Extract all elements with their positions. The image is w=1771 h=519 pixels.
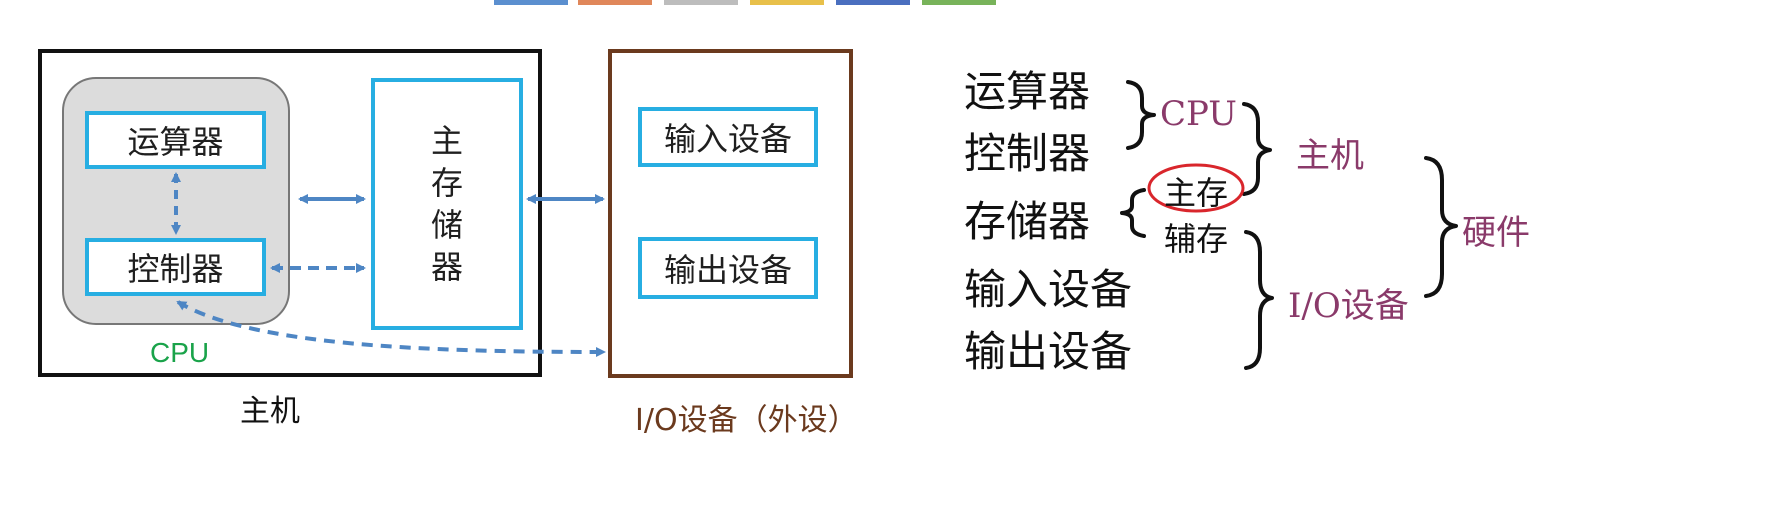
tree-cpu-group: CPU bbox=[1160, 94, 1237, 134]
tree-input-device: 输入设备 bbox=[964, 265, 1133, 314]
tree-alu: 运算器 bbox=[964, 67, 1091, 116]
io-label: I/O设备（外设） bbox=[635, 403, 858, 438]
input-device-box: 输入设备 bbox=[638, 107, 818, 167]
alu-box: 运算器 bbox=[85, 111, 266, 169]
tree-io-group: I/O设备 bbox=[1288, 286, 1409, 326]
tree-aux-memory: 辅存 bbox=[1164, 220, 1229, 258]
tree-host-group: 主机 bbox=[1296, 136, 1364, 176]
tree-control-unit: 控制器 bbox=[964, 129, 1091, 178]
input-device-label: 输入设备 bbox=[663, 120, 792, 158]
strip-segment bbox=[750, 0, 824, 5]
hardware-brace bbox=[1424, 156, 1458, 298]
cpu-brace bbox=[1126, 80, 1156, 150]
host-label: 主机 bbox=[240, 394, 300, 429]
strip-segment bbox=[836, 0, 910, 5]
tree-main-memory: 主存 bbox=[1164, 174, 1229, 212]
main-memory-highlight-circle bbox=[1147, 163, 1245, 213]
memory-brace bbox=[1120, 188, 1146, 238]
io-box bbox=[608, 49, 853, 378]
main-memory-char: 主 bbox=[430, 122, 463, 160]
io-brace bbox=[1244, 230, 1274, 370]
host-box bbox=[38, 49, 542, 377]
alu-label: 运算器 bbox=[127, 123, 224, 161]
output-device-label: 输出设备 bbox=[663, 251, 792, 289]
host-brace bbox=[1242, 102, 1272, 196]
main-memory-char: 储 bbox=[430, 206, 463, 244]
strip-segment bbox=[578, 0, 652, 5]
output-device-box: 输出设备 bbox=[638, 237, 818, 299]
strip-segment bbox=[922, 0, 996, 5]
main-memory-char: 存 bbox=[430, 164, 463, 202]
control-io-arrow bbox=[176, 300, 606, 357]
tree-output-device: 输出设备 bbox=[964, 327, 1133, 376]
main-memory-box: 主 存 储 器 bbox=[371, 78, 523, 330]
tree-memory: 存储器 bbox=[964, 197, 1091, 246]
control-unit-label: 控制器 bbox=[127, 250, 224, 288]
strip-segment bbox=[664, 0, 738, 5]
strip-segment bbox=[494, 0, 568, 5]
control-unit-box: 控制器 bbox=[85, 238, 266, 296]
main-memory-char: 器 bbox=[430, 248, 463, 286]
tree-hardware: 硬件 bbox=[1462, 213, 1530, 253]
